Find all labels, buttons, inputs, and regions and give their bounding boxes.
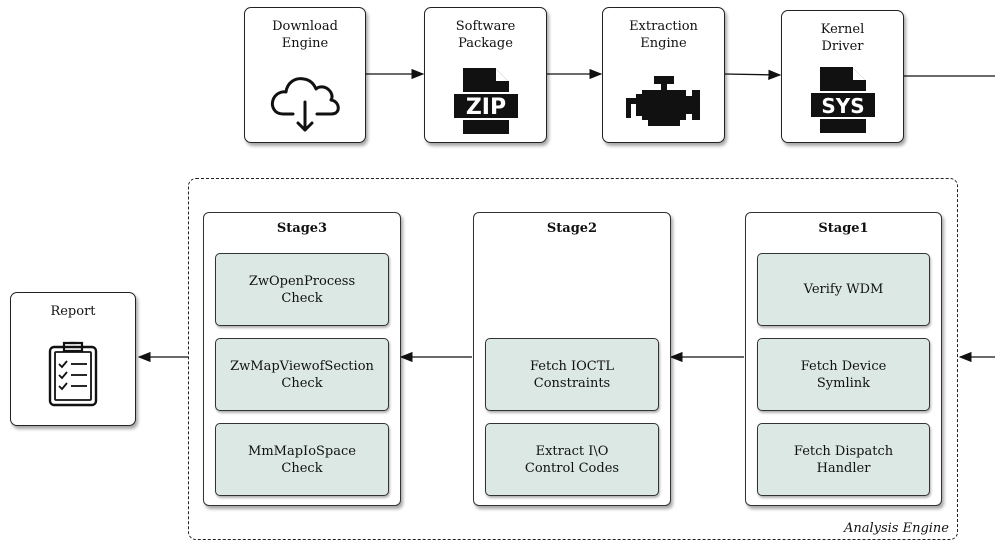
extraction-engine-box: Extraction Engine [602, 7, 725, 143]
clipboard-checklist-icon [48, 341, 98, 407]
arrow-extraction-to-driver [724, 69, 782, 80]
stage2-step-fetch-ioctl: Fetch IOCTL Constraints [485, 338, 659, 411]
download-engine-label: Download Engine [272, 19, 338, 51]
stage3-step-mmmapiospace: MmMapIoSpace Check [215, 423, 389, 496]
sys-file-icon: SYS [808, 67, 877, 133]
report-box: Report [10, 292, 136, 426]
engine-icon [625, 76, 700, 126]
stage3-panel: Stage3 ZwOpenProcess Check ZwMapViewofSe… [203, 212, 401, 506]
software-package-label: Software Package [455, 19, 516, 51]
stage3-step-zwmapviewofsection: ZwMapViewofSection Check [215, 338, 389, 411]
stage3-step-zwopenprocess: ZwOpenProcess Check [215, 253, 389, 326]
stage1-step-fetch-symlink: Fetch Device Symlink [757, 338, 930, 411]
kernel-driver-label: Kernel Driver [820, 22, 865, 54]
extraction-engine-label: Extraction Engine [629, 19, 698, 51]
stage1-step-verify-wdm: Verify WDM [757, 253, 930, 326]
stage3-title: Stage3 [276, 221, 328, 236]
analysis-engine-label: Analysis Engine [843, 521, 949, 536]
zip-file-icon: ZIP [451, 68, 520, 134]
sys-badge-text: SYS [821, 94, 864, 118]
cloud-download-icon [270, 77, 340, 132]
kernel-driver-box: Kernel Driver SYS [781, 10, 904, 143]
software-package-box: Software Package ZIP [424, 7, 547, 143]
zip-badge-text: ZIP [465, 95, 505, 120]
stage2-step-extract-io-codes: Extract I\O Control Codes [485, 423, 659, 496]
analysis-engine-container: Analysis Engine [188, 178, 958, 540]
stage1-title: Stage1 [818, 221, 869, 236]
stage1-step-fetch-dispatch: Fetch Dispatch Handler [757, 423, 930, 496]
stage2-panel: Stage2 Fetch IOCTL Constraints Extract I… [473, 212, 671, 506]
stage1-panel: Stage1 Verify WDM Fetch Device Symlink F… [745, 212, 942, 506]
report-label: Report [50, 304, 96, 319]
download-engine-box: Download Engine [244, 7, 366, 143]
stage2-title: Stage2 [546, 221, 598, 236]
